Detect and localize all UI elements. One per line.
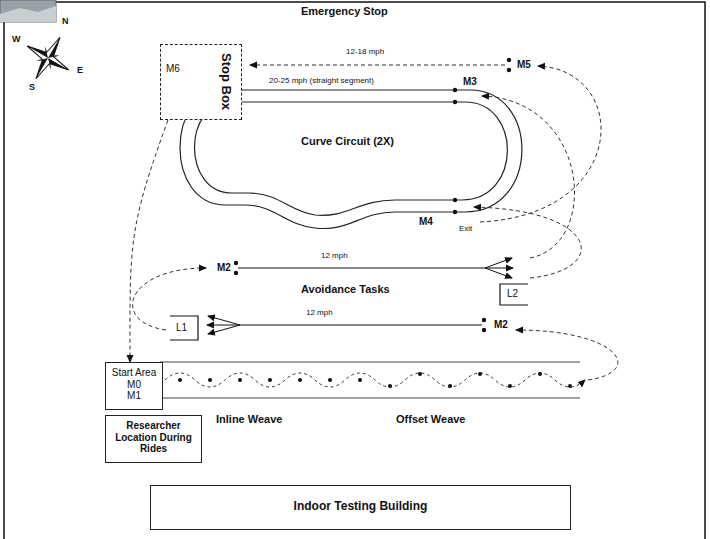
marker-label: M3: [462, 76, 478, 87]
marker-label: M2: [493, 319, 509, 330]
node-text: Researcher Location During Rides: [109, 420, 198, 455]
marker-label: M5: [516, 59, 532, 70]
lane-label: L2: [506, 288, 519, 299]
speed-label: 12 mph: [320, 252, 349, 261]
stop-box: Stop Box M6: [160, 44, 242, 120]
compass-letter: S: [28, 83, 36, 93]
exit-label: Exit: [458, 225, 473, 234]
section-title: Emergency Stop: [300, 5, 389, 17]
node-text: Start Area: [108, 367, 160, 379]
node-text: M6: [166, 63, 180, 75]
section-title: Offset Weave: [395, 413, 467, 425]
node-text: M1: [108, 390, 160, 402]
researcher-box: Researcher Location During Rides: [105, 415, 202, 463]
building-box: Indoor Testing Building: [150, 485, 571, 530]
speed-label: 12 mph: [305, 309, 334, 318]
compass-letter: W: [11, 35, 22, 45]
section-title: Avoidance Tasks: [300, 283, 391, 295]
lane-label: L1: [175, 322, 188, 333]
start-area-box: Start AreaM0M1: [105, 362, 163, 410]
compass-letter: E: [76, 66, 84, 76]
speed-label: 20-25 mph (straight segment): [268, 77, 375, 86]
section-title: Inline Weave: [215, 413, 283, 425]
speed-label: 12-18 mph: [345, 48, 385, 57]
compass-letter: N: [61, 17, 70, 27]
route-arrow: [130, 120, 168, 362]
node-text: Stop Box: [218, 53, 233, 110]
node-text: Indoor Testing Building: [155, 500, 566, 514]
section-title: Curve Circuit (2X): [300, 135, 395, 147]
marker-label: M4: [418, 216, 434, 227]
node-text: M0: [108, 379, 160, 391]
marker-label: M2: [216, 262, 232, 273]
